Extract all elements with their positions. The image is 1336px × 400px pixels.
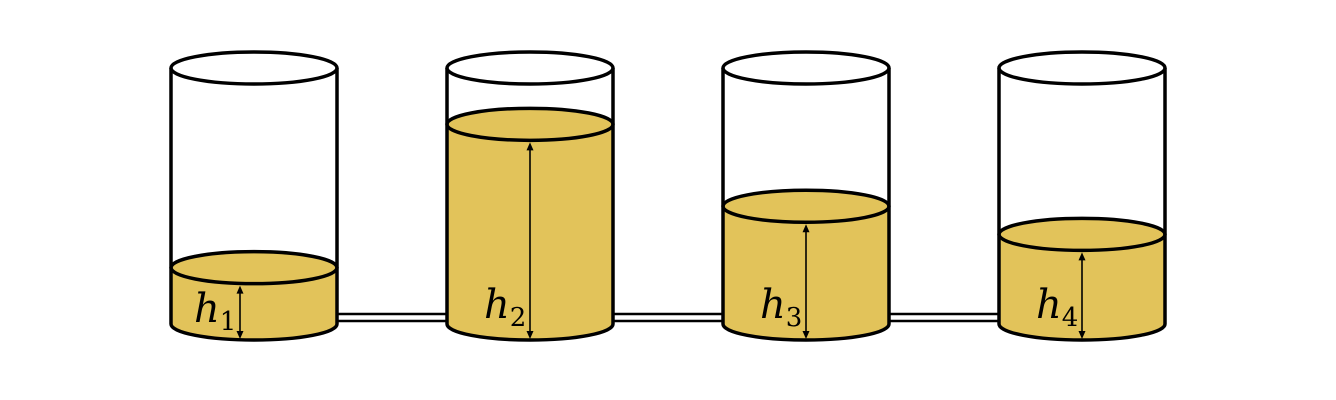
- tank-rim: [997, 50, 1167, 86]
- height-label-symbol: h: [1036, 282, 1062, 328]
- height-label-symbol: h: [760, 282, 786, 328]
- tank-3: h3: [721, 50, 891, 342]
- height-label-subscript: 3: [786, 303, 803, 333]
- connecting-pipe: [613, 312, 723, 323]
- height-dimension-arrow: [526, 142, 534, 339]
- height-label-symbol: h: [194, 286, 220, 332]
- pipes-layer: [337, 312, 999, 323]
- tank-outline: [997, 68, 1167, 342]
- liquid-fill: [171, 267, 337, 340]
- liquid-surface: [169, 249, 339, 286]
- height-label-subscript: 1: [220, 307, 237, 337]
- tank-4: h4: [997, 50, 1167, 342]
- tank-outline: [445, 68, 615, 342]
- connecting-pipe: [337, 312, 447, 323]
- height-dimension-arrow: [1078, 252, 1086, 339]
- height-dimension-arrow: [802, 224, 810, 339]
- tank-rim: [445, 50, 615, 86]
- tank-outline: [169, 68, 339, 342]
- height-label: h4: [1036, 282, 1078, 333]
- tank-2: h2: [445, 50, 615, 342]
- liquid-surface: [721, 188, 891, 224]
- tank-outline: [721, 68, 891, 342]
- height-dimension-arrow: [236, 285, 244, 339]
- tank-rim: [169, 50, 339, 86]
- height-label: h1: [194, 286, 236, 337]
- height-label-subscript: 4: [1062, 303, 1079, 333]
- liquid-surface: [445, 106, 615, 143]
- tank-1: h1: [169, 50, 339, 342]
- connecting-pipe: [889, 312, 999, 323]
- height-label-subscript: 2: [510, 303, 527, 333]
- height-label-symbol: h: [484, 282, 510, 328]
- liquid-surface: [997, 216, 1167, 253]
- height-label: h3: [760, 282, 802, 333]
- height-label: h2: [484, 282, 526, 333]
- tank-rim: [721, 50, 891, 86]
